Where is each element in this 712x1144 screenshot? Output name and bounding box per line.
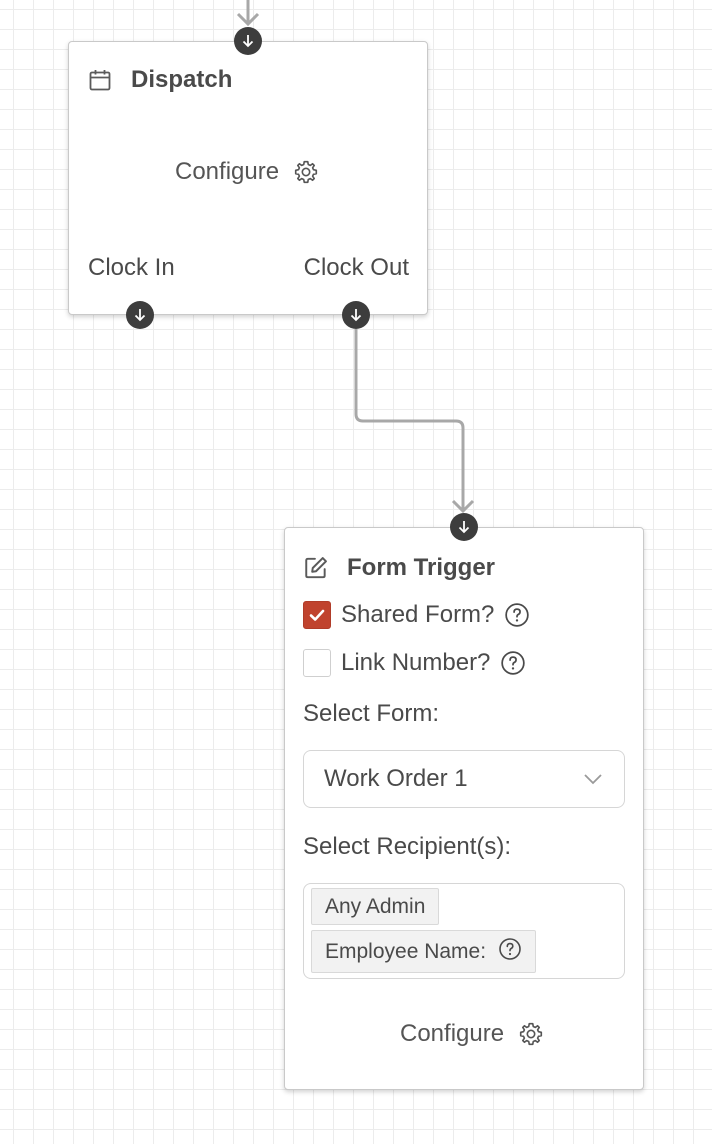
edit-icon <box>305 557 327 579</box>
arrow-down-icon <box>458 521 470 534</box>
arrow-down-icon <box>242 35 254 48</box>
form-trigger-node[interactable]: Form Trigger Shared Form? Link Number? <box>284 527 644 1090</box>
arrow-down-icon <box>134 309 146 322</box>
help-icon[interactable] <box>500 650 526 676</box>
dispatch-node-header: Dispatch <box>88 66 232 94</box>
shared-form-row: Shared Form? <box>303 601 530 629</box>
recipient-tag-any-admin[interactable]: Any Admin <box>311 888 440 925</box>
link-number-row: Link Number? <box>303 649 526 677</box>
calendar-icon <box>89 70 111 91</box>
link-number-label: Link Number? <box>341 649 491 676</box>
link-number-checkbox[interactable] <box>303 649 331 677</box>
select-recipients-label: Select Recipient(s): <box>303 833 512 860</box>
form-trigger-node-header: Form Trigger <box>303 554 495 582</box>
gear-icon <box>294 160 318 184</box>
checkmark-icon <box>309 609 325 621</box>
shared-form-checkbox[interactable] <box>303 601 331 629</box>
help-icon[interactable] <box>498 937 522 961</box>
clock-out-label: Clock Out <box>303 254 409 281</box>
dispatch-input-handle[interactable] <box>234 27 262 55</box>
gear-icon <box>519 1022 543 1046</box>
dispatch-node-title: Dispatch <box>131 66 233 93</box>
help-icon[interactable] <box>504 602 530 628</box>
recipient-tag-label: Any Admin <box>325 894 426 918</box>
clock-in-label: Clock In <box>88 254 175 281</box>
dispatch-node[interactable]: Dispatch Configure Clock In Clock Out <box>68 41 428 315</box>
recipient-tag-label: Employee Name: <box>325 939 487 963</box>
chevron-down-icon <box>584 774 602 785</box>
recipients-select-box[interactable]: Any Admin Employee Name: <box>303 883 625 979</box>
edge-clock-out-to-form-trigger[interactable] <box>354 329 475 514</box>
form-trigger-node-title: Form Trigger <box>347 554 496 581</box>
recipient-tag-employee-name[interactable]: Employee Name: <box>311 930 537 973</box>
form-trigger-configure-button[interactable]: Configure <box>400 1020 544 1048</box>
form-trigger-input-handle[interactable] <box>450 513 478 541</box>
shared-form-label: Shared Form? <box>341 601 495 628</box>
selected-form-value: Work Order 1 <box>324 765 468 792</box>
clock-in-output-handle[interactable] <box>126 301 154 329</box>
select-form-label: Select Form: <box>303 700 440 727</box>
clock-out-output-handle[interactable] <box>342 301 370 329</box>
form-select-dropdown[interactable]: Work Order 1 <box>303 750 625 808</box>
arrow-down-icon <box>350 309 362 322</box>
dispatch-configure-button[interactable]: Configure <box>175 158 319 186</box>
configure-label: Configure <box>175 158 280 185</box>
incoming-edge-dispatch <box>236 0 260 27</box>
configure-label: Configure <box>400 1020 505 1047</box>
